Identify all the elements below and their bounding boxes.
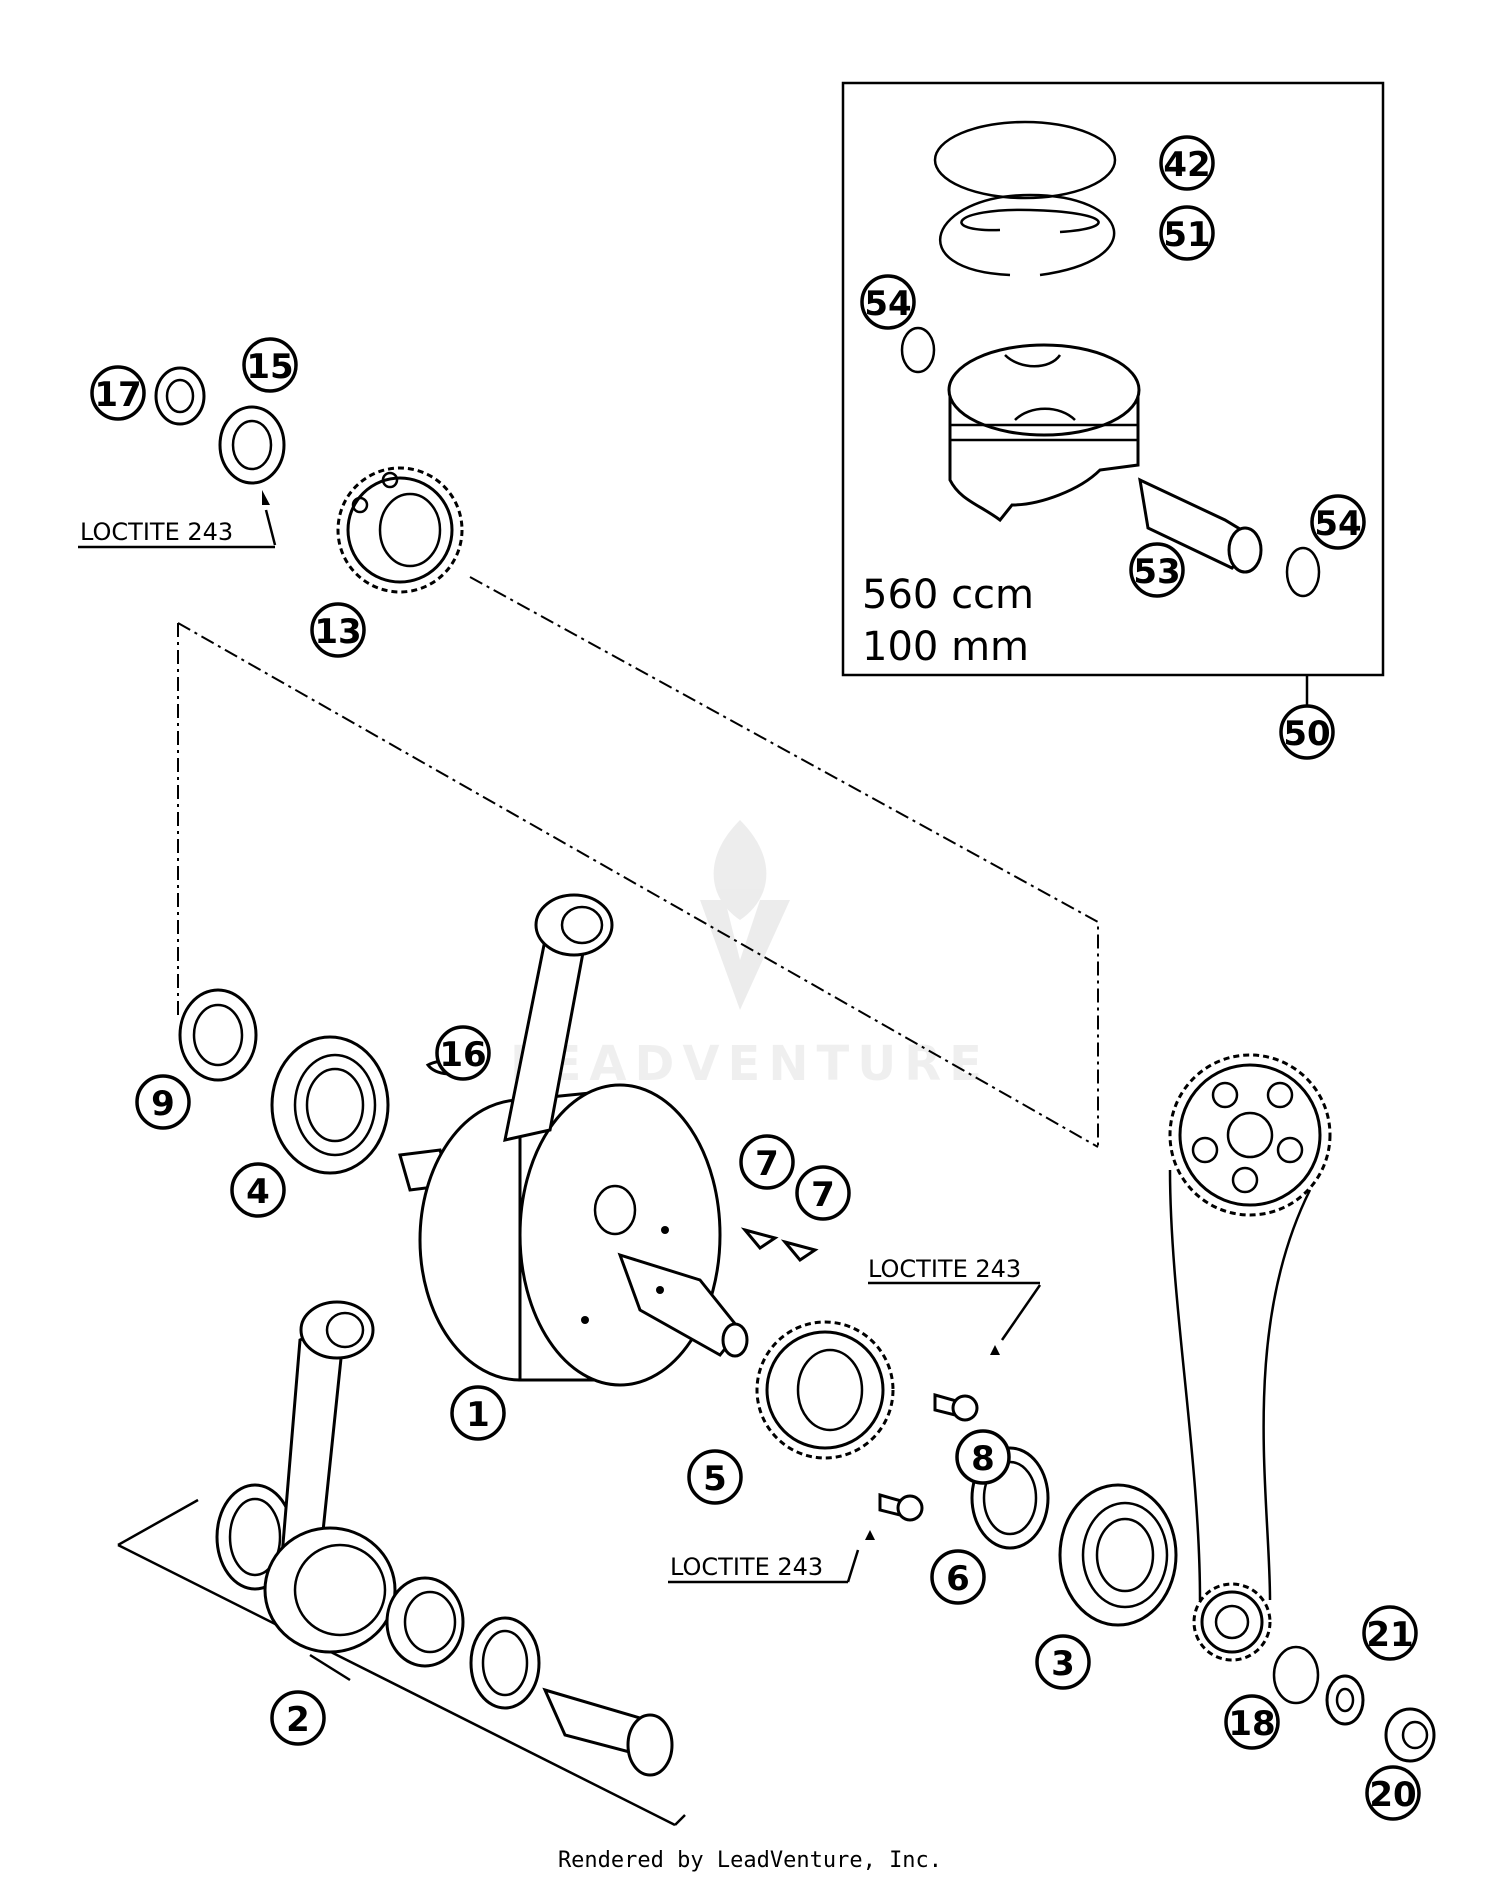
seal-17: [154, 366, 206, 426]
callout-54-right[interactable]: 54: [1310, 494, 1366, 550]
connecting-rod-kit-2: [117, 1300, 686, 1827]
circlip-right: [1285, 546, 1321, 598]
crankshaft: [398, 1083, 749, 1387]
timing-chain-assembly: [1168, 1053, 1332, 1662]
svg-text:4: 4: [246, 1172, 270, 1212]
svg-text:16: 16: [439, 1035, 486, 1075]
callout-17[interactable]: 17: [90, 365, 146, 421]
svg-text:15: 15: [246, 347, 293, 387]
loctite-label-top-left: LOCTITE 243: [80, 518, 233, 546]
footer-credit: Rendered by LeadVenture, Inc.: [557, 1848, 943, 1873]
callout-20[interactable]: 20: [1365, 1765, 1421, 1821]
watermark-logo: [700, 820, 790, 1010]
piston-ring-lower: [938, 193, 1116, 277]
circlip-left: [900, 326, 936, 374]
svg-text:8: 8: [971, 1439, 995, 1479]
callout-54-left[interactable]: 54: [860, 274, 916, 330]
svg-text:3: 3: [1051, 1644, 1075, 1684]
bearing-4: [270, 1035, 390, 1175]
callout-1[interactable]: 1: [450, 1385, 506, 1441]
callout-16[interactable]: 16: [435, 1025, 491, 1081]
kit-frame: [841, 81, 1385, 677]
svg-text:1: 1: [466, 1395, 490, 1435]
callout-7-right[interactable]: 7: [795, 1165, 851, 1221]
callout-15[interactable]: 15: [242, 337, 298, 393]
kit-bore: 100 mm: [862, 624, 1029, 670]
svg-text:50: 50: [1283, 714, 1330, 754]
primary-gear-5: [755, 1320, 895, 1460]
svg-text:7: 7: [811, 1175, 835, 1215]
svg-text:6: 6: [946, 1559, 970, 1599]
callout-9[interactable]: 9: [135, 1074, 191, 1130]
piston: [947, 343, 1141, 523]
svg-text:7: 7: [755, 1144, 779, 1184]
svg-text:54: 54: [864, 284, 911, 324]
callout-13[interactable]: 13: [310, 602, 366, 658]
svg-text:2: 2: [286, 1700, 310, 1740]
svg-text:51: 51: [1163, 215, 1210, 255]
nut-20: [1384, 1707, 1436, 1763]
watermark-text: LEADVENTURE: [510, 1036, 990, 1092]
svg-text:9: 9: [151, 1084, 175, 1124]
callout-50[interactable]: 50: [1279, 704, 1335, 760]
callout-7-left[interactable]: 7: [739, 1134, 795, 1190]
bearing-3: [1058, 1483, 1178, 1627]
svg-text:54: 54: [1314, 504, 1361, 544]
callout-2[interactable]: 2: [270, 1690, 326, 1746]
svg-text:5: 5: [703, 1459, 727, 1499]
key-7a: [740, 1227, 779, 1250]
kit-displacement: 560 ccm: [862, 572, 1034, 618]
circlip-18: [1272, 1645, 1320, 1705]
key-7b: [780, 1239, 819, 1262]
assembly-line-right: [469, 576, 1099, 1147]
svg-text:53: 53: [1133, 552, 1180, 592]
svg-text:17: 17: [94, 375, 141, 415]
screw-8-upper: [933, 1345, 1000, 1422]
svg-text:20: 20: [1369, 1775, 1416, 1815]
callout-18[interactable]: 18: [1224, 1694, 1280, 1750]
piston-ring-upper: [933, 120, 1117, 200]
svg-text:21: 21: [1366, 1615, 1413, 1655]
svg-text:13: 13: [314, 612, 361, 652]
callout-51[interactable]: 51: [1159, 205, 1215, 261]
washer-21: [1325, 1674, 1365, 1726]
loctite-label-bottom: LOCTITE 243: [670, 1553, 823, 1581]
callout-5[interactable]: 5: [687, 1449, 743, 1505]
seal-9: [178, 988, 258, 1082]
loctite-drop-top-left: [262, 490, 270, 505]
callout-4[interactable]: 4: [230, 1162, 286, 1218]
callout-6[interactable]: 6: [930, 1549, 986, 1605]
screw-8-lower: [865, 1493, 924, 1540]
callout-8[interactable]: 8: [955, 1429, 1011, 1485]
callout-21[interactable]: 21: [1362, 1605, 1418, 1661]
callout-3[interactable]: 3: [1035, 1634, 1091, 1690]
connecting-rod-upper: [503, 893, 614, 1142]
callout-42[interactable]: 42: [1159, 135, 1215, 191]
seal-15: [218, 405, 286, 485]
loctite-label-right: LOCTITE 243: [868, 1255, 1021, 1283]
piston-pin: [1138, 477, 1263, 574]
callout-53[interactable]: 53: [1129, 542, 1185, 598]
svg-text:42: 42: [1163, 145, 1210, 185]
piston-kit-box: 560 ccm 100 mm: [841, 81, 1385, 705]
balancer-gear-13: [336, 466, 464, 594]
svg-text:18: 18: [1228, 1704, 1275, 1744]
